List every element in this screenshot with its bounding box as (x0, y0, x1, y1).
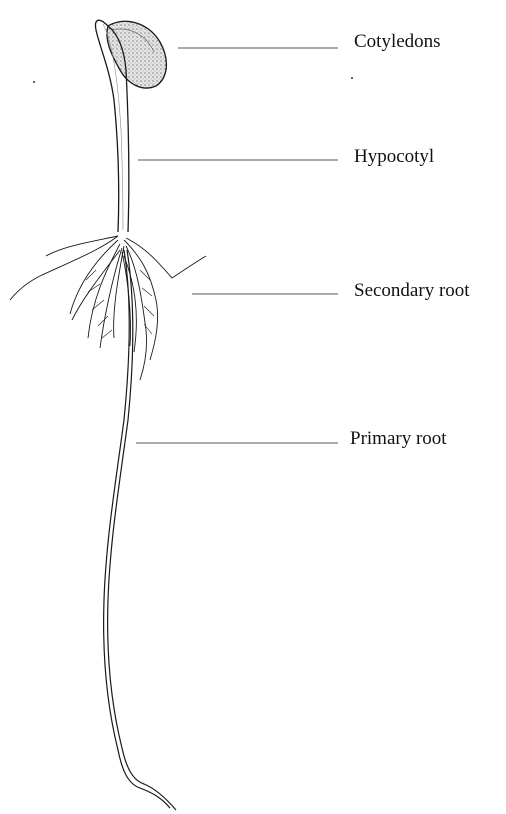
primary-root-shape (104, 250, 176, 810)
cotyledons-shape (107, 21, 166, 88)
secondary-roots-shape (10, 236, 206, 380)
label-secondary-root: Secondary root (354, 281, 470, 300)
label-primary-root: Primary root (350, 429, 447, 448)
speck-left (33, 81, 35, 83)
speck-right (351, 77, 353, 79)
label-hypocotyl: Hypocotyl (354, 147, 434, 166)
label-cotyledons: Cotyledons (354, 32, 441, 51)
